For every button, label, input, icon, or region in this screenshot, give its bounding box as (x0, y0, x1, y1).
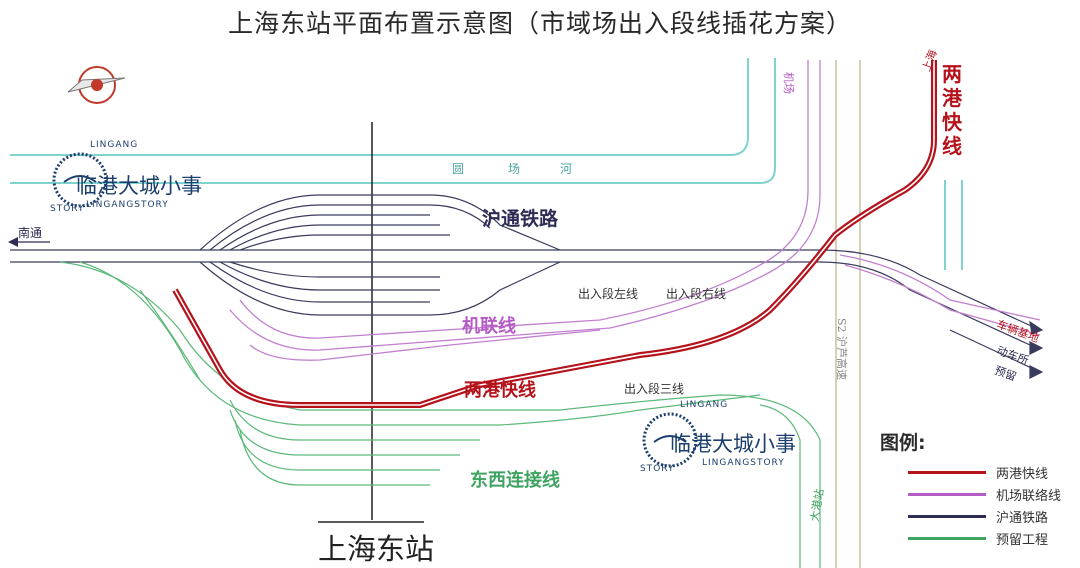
watermark-en: LINGANGSTORY (86, 200, 169, 210)
legend-label: 沪通铁路 (996, 510, 1049, 526)
dongxi-link-tracks (59, 261, 821, 568)
legend-label: 两港快线 (996, 466, 1049, 482)
station-axis (318, 122, 424, 523)
watermark-arc-side: STORY (50, 204, 85, 214)
legend-item: 预留工程 (880, 527, 1080, 549)
label-depot-left: 出入段左线 (578, 287, 639, 301)
legend-title: 图例: (880, 432, 926, 454)
label-river-2: 场 (508, 162, 521, 176)
label-dongxi-link: 东西连接线 (470, 470, 560, 491)
legend-item: 两港快线 (880, 461, 1080, 483)
watermark-logo-top: LINGANG STORY 临港大城小事 LINGANGSTORY (50, 140, 250, 220)
legend-item: 机场联络线 (880, 483, 1080, 505)
road-corridor (835, 60, 861, 568)
label-river-3: 河 (560, 162, 573, 176)
legend-label: 预留工程 (996, 532, 1049, 548)
label-huto-railway: 沪通铁路 (482, 208, 559, 230)
nantong-arrow (8, 237, 50, 247)
watermark-name: 临港大城小事 (76, 174, 202, 198)
label-depot-right: 出入段右线 (666, 287, 727, 301)
label-depot-third: 出入段三线 (624, 382, 685, 396)
station-name: 上海东站 (318, 532, 435, 566)
legend-swatch-huto (908, 514, 986, 521)
legend: 图例: 两港快线 机场联络线 沪通铁路 预留工程 (880, 428, 1080, 549)
label-nantong: 南通 (18, 226, 43, 240)
watermark-en: LINGANGSTORY (702, 458, 785, 468)
jilian-line-tracks (229, 60, 1041, 361)
legend-item: 沪通铁路 (880, 505, 1080, 527)
label-river-1: 圆 (452, 162, 465, 176)
label-lianggang-vertical: 两港快线 (942, 62, 962, 158)
label-lianggang-line: 两港快线 (464, 380, 536, 401)
legend-swatch-lianggang (908, 470, 986, 477)
watermark-name: 临港大城小事 (670, 432, 796, 456)
watermark-logo-bottom: LINGANG STORY 临港大城小事 LINGANGSTORY (640, 400, 840, 480)
watermark-ring-icon (52, 152, 108, 208)
label-jilian-line: 机联线 (462, 316, 516, 337)
label-jichang: 机场 (782, 72, 795, 94)
legend-label: 机场联络线 (996, 488, 1062, 504)
label-road: S2 沪芦高速 (835, 318, 848, 381)
huto-railway-tracks (10, 194, 1041, 346)
lianggang-line-track (172, 60, 937, 408)
watermark-ring-icon (642, 412, 698, 468)
watermark-arc-top: LINGANG (90, 140, 139, 150)
north-compass-emblem (67, 66, 126, 104)
page-title: 上海东站平面布置示意图（市域场出入段线插花方案） (227, 9, 852, 38)
legend-swatch-dongxi (908, 536, 986, 543)
river (10, 58, 963, 270)
exit-arrows (949, 320, 1044, 379)
watermark-arc-top: LINGANG (680, 400, 729, 410)
watermark-arc-side: STORY (640, 464, 675, 474)
legend-swatch-jilian (908, 492, 986, 499)
